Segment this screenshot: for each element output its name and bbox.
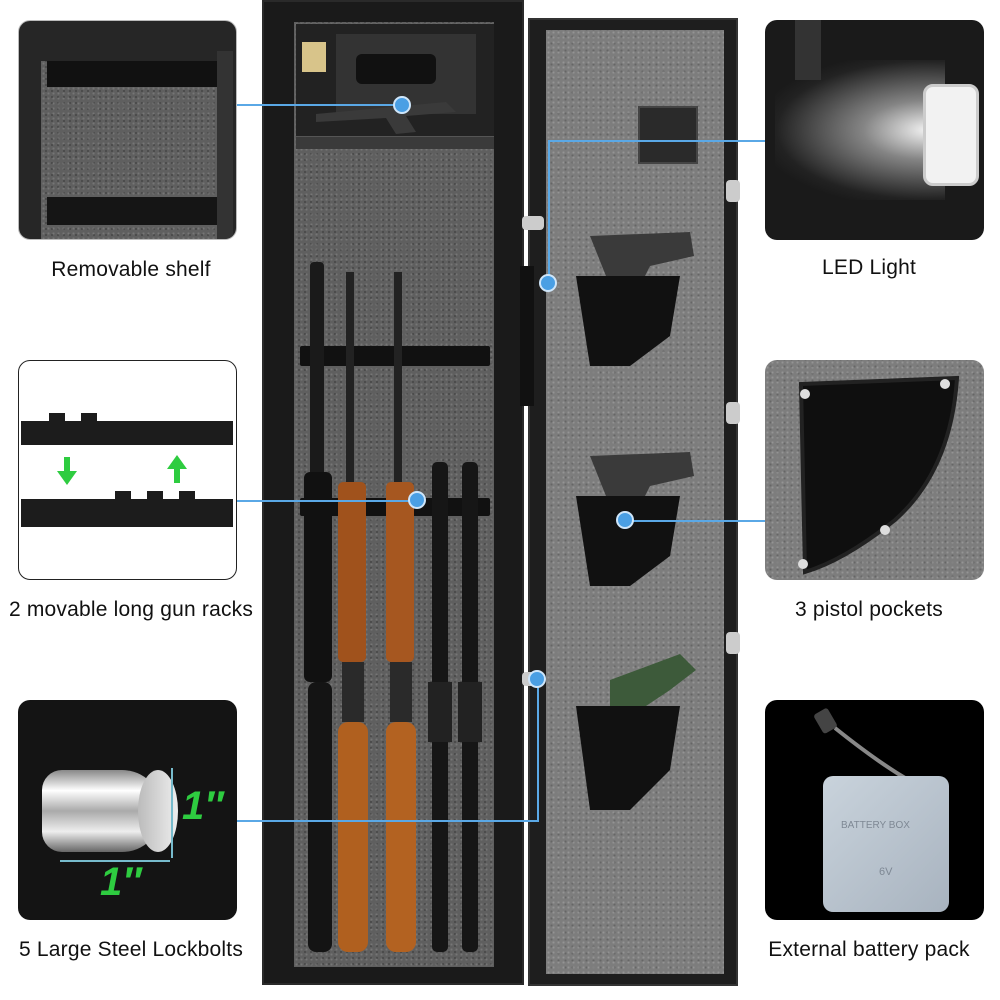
shelf-bar-top — [47, 61, 227, 87]
caption-led-light: LED Light — [821, 256, 917, 279]
callout-dot-racks — [408, 491, 426, 509]
callout-line-shelf — [237, 104, 402, 106]
long-guns — [304, 262, 482, 952]
lock-mechanism — [520, 266, 534, 406]
gun-safe — [262, 0, 740, 1000]
caption-removable-shelf: Removable shelf — [51, 258, 211, 281]
battery-box: BATTERY BOX 6V — [823, 776, 949, 912]
callout-line-led-vertical — [548, 140, 550, 280]
callout-line-pockets — [625, 520, 765, 522]
safe-door — [520, 18, 740, 986]
handgun-on-shelf — [302, 34, 476, 134]
pistol-pocket-2 — [576, 452, 694, 586]
door-bolt — [522, 216, 544, 230]
door-bolt — [726, 632, 740, 654]
caption-gun-racks: 2 movable long gun racks — [8, 598, 254, 621]
pistol-pocket-1 — [576, 232, 694, 366]
led-beam — [775, 60, 945, 200]
battery-voltage-label: 6V — [879, 866, 893, 878]
lockbolt-image: 1″ 1″ — [18, 700, 237, 920]
lockbolt-height-label: 1″ — [182, 784, 224, 828]
shelf-bar-bottom — [47, 197, 227, 225]
battery-wire — [814, 708, 907, 780]
callout-line-led — [548, 140, 765, 142]
door-bolt — [726, 180, 740, 202]
dimension-line-vertical — [171, 768, 173, 858]
callout-dot-shelf — [393, 96, 411, 114]
lockbolt-width-label: 1″ — [100, 860, 142, 904]
led-light-image — [765, 20, 984, 240]
battery-box-label: BATTERY BOX — [841, 820, 910, 831]
caption-pistol-pockets: 3 pistol pockets — [795, 598, 943, 621]
safe-cabinet — [262, 0, 524, 985]
callout-line-racks — [237, 500, 417, 502]
arrow-up-icon — [167, 455, 187, 483]
callout-line-bolts — [237, 820, 538, 822]
led-light-box — [638, 106, 698, 164]
pistol-pocket-3 — [576, 654, 696, 810]
pistol-pocket-image — [765, 360, 984, 580]
led-lamp — [923, 84, 979, 186]
callout-dot-bolts — [528, 670, 546, 688]
door-panel — [546, 30, 724, 974]
gun-racks-image — [18, 360, 237, 580]
callout-line-bolts-vertical — [537, 678, 539, 822]
pistol-pocket-shape — [798, 375, 960, 575]
shelf-plate — [296, 136, 494, 149]
caption-battery-pack: External battery pack — [768, 938, 970, 961]
arrow-down-icon — [57, 457, 77, 485]
caption-lockbolts: 5 Large Steel Lockbolts — [18, 938, 244, 961]
door-bolt — [726, 402, 740, 424]
rack-diagram — [21, 413, 233, 527]
led-hinge — [795, 20, 821, 80]
removable-shelf-image — [18, 20, 237, 240]
dimension-line-horizontal — [60, 860, 170, 862]
shelf-hinge — [217, 51, 233, 239]
battery-pack-image: BATTERY BOX 6V — [765, 700, 984, 920]
callout-dot-pockets — [616, 511, 634, 529]
callout-dot-led — [539, 274, 557, 292]
